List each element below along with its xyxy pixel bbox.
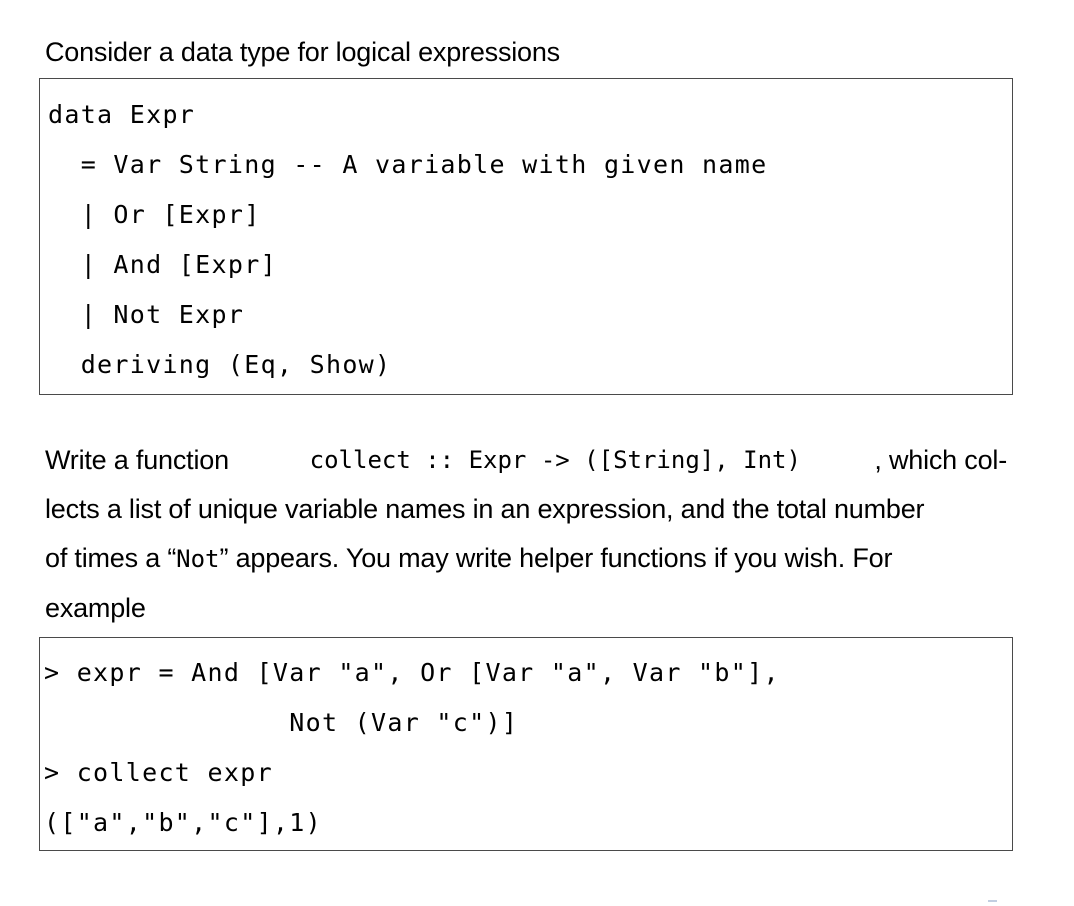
code-block-example: > expr = And [Var "a", Or [Var "a", Var … xyxy=(39,637,1013,851)
code-line: = Var String -- A variable with given na… xyxy=(48,150,768,179)
code-line: | Or [Expr] xyxy=(48,200,261,229)
paragraph-line-3-text-a: of times a “ xyxy=(45,543,177,573)
task-paragraph: Write a function collect :: Expr -> ([St… xyxy=(45,436,1007,633)
code-line: deriving (Eq, Show) xyxy=(48,350,392,379)
paragraph-line-3: of times a “Not” appears. You may write … xyxy=(45,534,1007,584)
paragraph-line-3-text-b: ” appears. You may write helper function… xyxy=(219,543,893,573)
inline-code-not: Not xyxy=(176,545,220,573)
code-line: (["a","b","c"],1) xyxy=(44,808,322,837)
page-edge-artifact xyxy=(988,900,997,902)
paragraph-line-2: lects a list of unique variable names in… xyxy=(45,494,925,524)
code-block-datatype: data Expr = Var String -- A variable wit… xyxy=(39,78,1013,395)
code-line: Not (Var "c")] xyxy=(44,708,519,737)
paragraph-line-1-text-b: , which col- xyxy=(874,445,1007,475)
code-content-example: > expr = And [Var "a", Or [Var "a", Var … xyxy=(44,648,780,848)
paragraph-line-1-text-a: Write a function xyxy=(45,445,237,475)
code-line: data Expr xyxy=(48,100,196,129)
intro-sentence: Consider a data type for logical express… xyxy=(45,37,560,67)
code-line: | Not Expr xyxy=(48,300,245,329)
code-line: > collect expr xyxy=(44,758,273,787)
inline-code-collect-signature: collect :: Expr -> ([String], Int) xyxy=(309,446,801,474)
code-line: > expr = And [Var "a", Or [Var "a", Var … xyxy=(44,658,780,687)
code-line: | And [Expr] xyxy=(48,250,277,279)
paragraph-line-4: example xyxy=(45,593,146,623)
code-content-datatype: data Expr = Var String -- A variable wit… xyxy=(48,90,767,390)
paragraph-line-1: Write a function collect :: Expr -> ([St… xyxy=(45,436,1007,485)
